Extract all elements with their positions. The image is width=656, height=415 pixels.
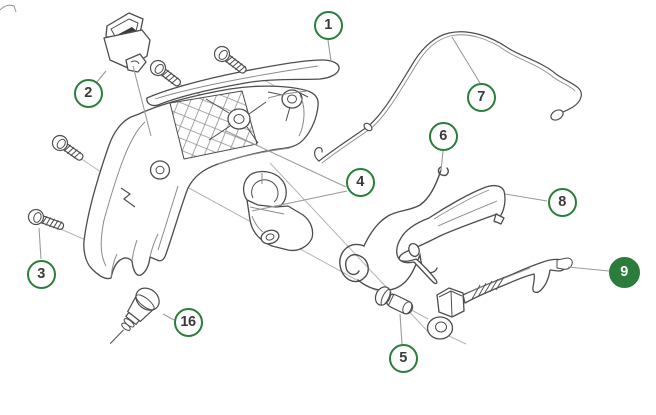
plug-part — [109, 287, 160, 344]
callout-leader-lines — [38, 36, 610, 345]
callout-8-lockout-lever[interactable]: 8 — [547, 187, 577, 217]
pivot-pin-part — [374, 286, 414, 315]
callout-3-screw[interactable]: 3 — [26, 259, 56, 289]
callout-16-plug[interactable]: 16 — [173, 307, 203, 337]
screw-part-lower-left — [27, 208, 65, 230]
callout-2-stop-switch[interactable]: 2 — [73, 78, 103, 108]
callout-7-throttle-cable[interactable]: 7 — [466, 82, 496, 112]
screw-part-upper-right — [213, 45, 247, 74]
throttle-cable-part — [313, 31, 582, 164]
stop-switch-part — [103, 12, 151, 73]
cropped-part-fragment — [0, 4, 17, 13]
clamp-bracket-part — [242, 170, 314, 252]
callout-1-handle-top-cover[interactable]: 1 — [313, 10, 343, 40]
screw-part-upper-left — [149, 59, 182, 87]
callout-6-spring-wire[interactable]: 6 — [428, 121, 458, 151]
throttle-trigger-part — [426, 257, 573, 340]
handle-housing-part — [83, 85, 319, 280]
callout-4-clamp-bracket[interactable]: 4 — [345, 167, 375, 197]
screw-part-mid-left — [51, 134, 84, 161]
callout-9-throttle-trigger[interactable]: 9 — [608, 256, 640, 288]
lockout-lever-part — [396, 184, 506, 285]
callout-5-pivot-pin[interactable]: 5 — [388, 343, 418, 373]
